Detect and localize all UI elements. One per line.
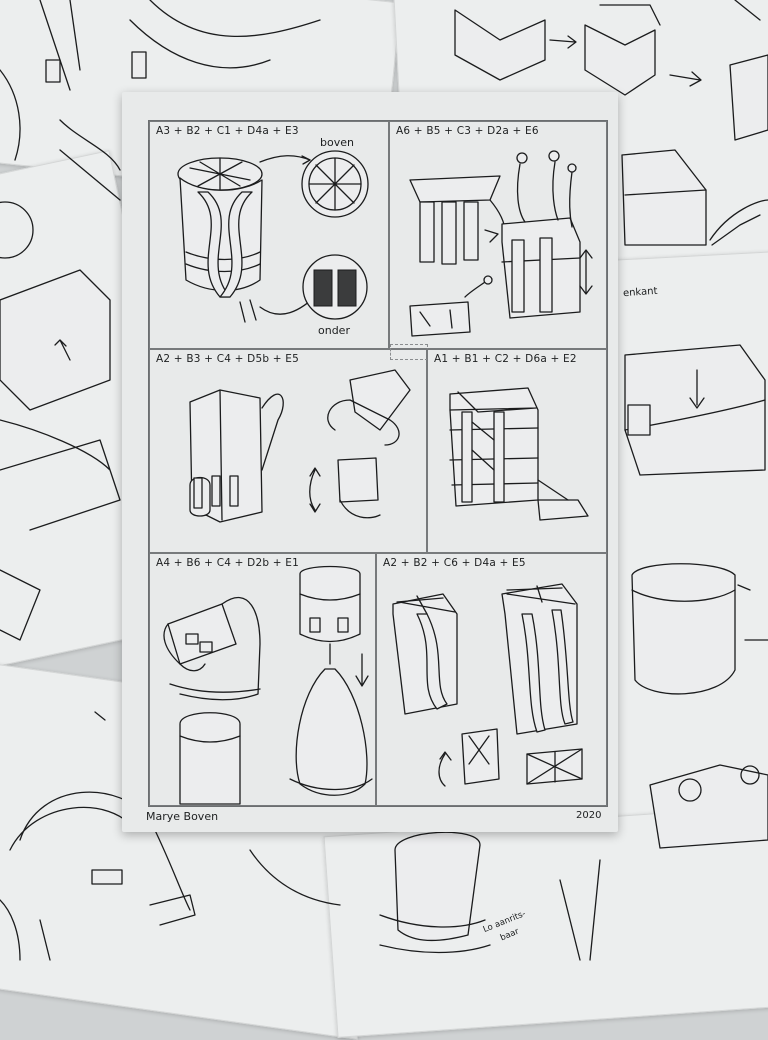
year-label: 2020 — [576, 810, 602, 821]
card-frame: A3 + B2 + C1 + D4a + E3 boven — [148, 120, 608, 807]
panel-middle-left: A2 + B3 + C4 + D5b + E5 — [149, 344, 428, 553]
drum-backpack-sketch — [177, 150, 369, 323]
annotation-boven: boven — [320, 136, 354, 149]
panel-bottom-right: A2 + B2 + C6 + D4a + E5 — [376, 553, 607, 806]
frame-backpack-sketch — [392, 583, 583, 787]
dashed-guide-box — [390, 344, 428, 360]
panel-formula: A6 + B5 + C3 + D2a + E6 — [396, 125, 539, 137]
panel-formula: A2 + B2 + C6 + D4a + E5 — [383, 557, 526, 569]
sling-bag-sketch — [163, 565, 373, 805]
panel-formula: A3 + B2 + C1 + D4a + E3 — [156, 125, 299, 137]
panel-top-right: A6 + B5 + C3 + D2a + E6 — [389, 121, 607, 349]
panel-top-left: A3 + B2 + C1 + D4a + E3 boven — [149, 121, 389, 349]
panel-middle-right: A1 + B1 + C2 + D6a + E2 — [427, 349, 607, 553]
panel-formula: A1 + B1 + C2 + D6a + E2 — [434, 353, 577, 365]
concept-card: A3 + B2 + C1 + D4a + E3 boven — [122, 92, 618, 832]
stacking-box-backpack-sketch — [449, 387, 589, 521]
planter-backpack-sketch — [409, 150, 593, 337]
background-sketches — [0, 0, 768, 961]
panel-formula: A2 + B3 + C4 + D5b + E5 — [156, 353, 299, 365]
panel-bottom-left: A4 + B6 + C4 + D2b + E1 — [149, 553, 376, 806]
panel-formula: A4 + B6 + C4 + D2b + E1 — [156, 557, 299, 569]
annotation-onder: onder — [318, 324, 350, 337]
author-signature: Marye Boven — [146, 810, 219, 823]
rollup-backpack-sketch — [189, 369, 411, 523]
